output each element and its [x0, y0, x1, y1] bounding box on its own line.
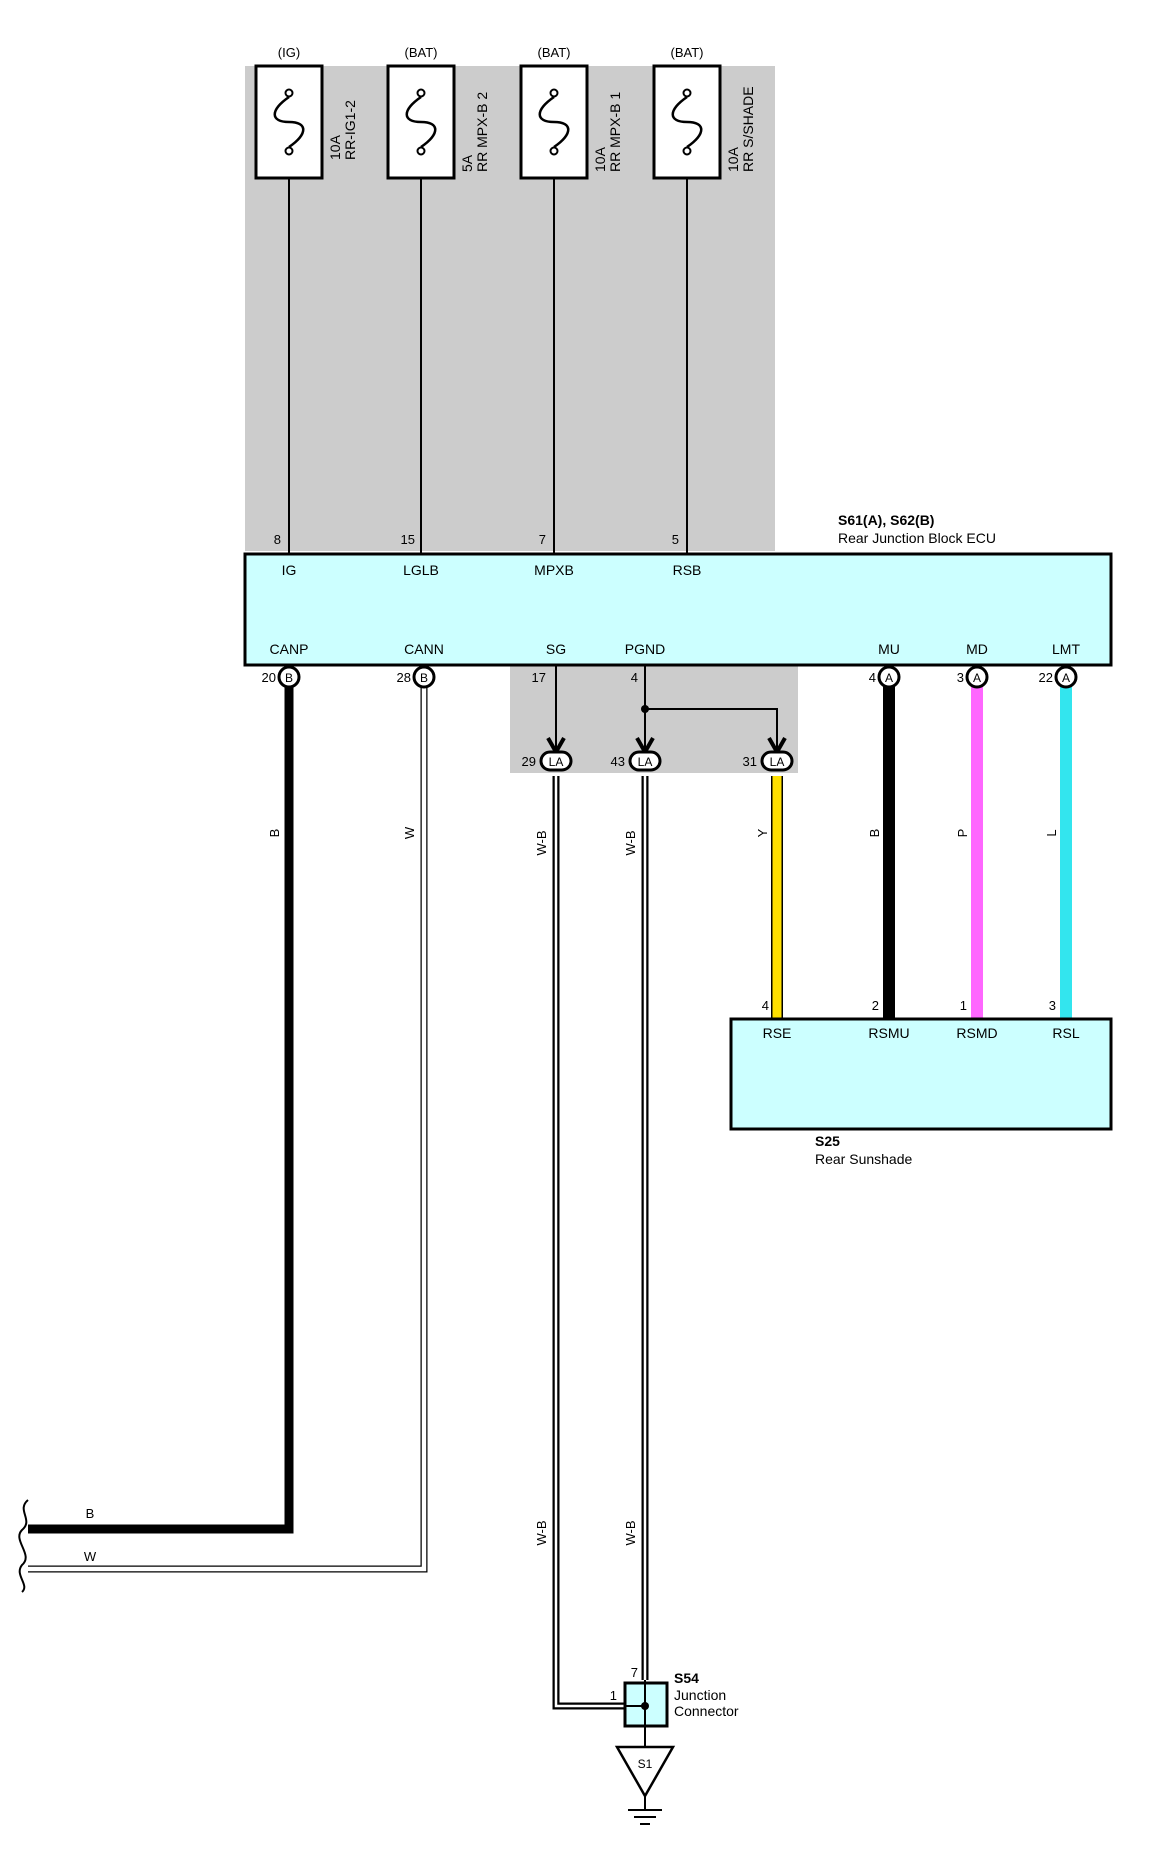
junction-code: S54 [674, 1670, 699, 1686]
ecu-terminal-label: PGND [625, 641, 665, 657]
ecu-terminal-label: RSB [673, 562, 702, 578]
sunshade-terminal: RSL [1052, 1025, 1079, 1041]
svg-text:10ARR S/SHADE: 10ARR S/SHADE [725, 86, 756, 172]
pin-number: 1 [960, 998, 967, 1013]
ecu-terminal-label: MU [878, 641, 900, 657]
svg-text:B: B [86, 1506, 95, 1521]
sunshade-code: S25 [815, 1133, 840, 1149]
svg-text:B: B [267, 829, 282, 838]
ecu-code: S61(A), S62(B) [838, 512, 934, 528]
sunshade-terminal: RSMU [868, 1025, 909, 1041]
pin-number: 17 [532, 670, 546, 685]
fuse-rr-mpx-b-1: (BAT) 10ARR MPX-B 1 [519, 45, 623, 180]
svg-text:A: A [1062, 671, 1070, 685]
pin-number: 4 [869, 670, 876, 685]
wire-color-labels: B W W-B W-B Y B P L W-B W-B B W [84, 826, 1059, 1564]
ecu-terminal-label: MPXB [534, 562, 574, 578]
pin-number: 7 [631, 1665, 638, 1680]
la-connector-31: LA [760, 737, 794, 772]
svg-text:A: A [885, 671, 893, 685]
fuse-source-label: (BAT) [538, 45, 571, 60]
ecu-terminal-label: SG [546, 641, 566, 657]
svg-text:W-B: W-B [623, 830, 638, 855]
pin-number: 4 [762, 998, 769, 1013]
ecu-terminal-label: LGLB [403, 562, 439, 578]
sunshade-terminal: RSMD [956, 1025, 997, 1041]
wire-canp [28, 678, 294, 1534]
fuse-name: RR S/SHADE [740, 86, 756, 172]
pin-number: 20 [262, 670, 276, 685]
ecu-name: Rear Junction Block ECU [838, 530, 996, 546]
fuse-rr-ig1-2: (IG) 10ARR-IG1-2 [254, 45, 358, 180]
fuse-source-label: (BAT) [405, 45, 438, 60]
svg-text:W-B: W-B [623, 1520, 638, 1545]
fuse-rating: 10A [725, 146, 741, 172]
wire-cann [28, 678, 428, 1573]
svg-text:W: W [84, 1549, 97, 1564]
svg-text:Y: Y [755, 828, 770, 837]
fuse-rr-s-shade: (BAT) 10ARR S/SHADE [652, 45, 756, 180]
ecu-terminal-label: MD [966, 641, 988, 657]
sunshade-name: Rear Sunshade [815, 1151, 913, 1167]
pin-number: 4 [631, 670, 638, 685]
pin-number: 31 [743, 754, 757, 769]
ecu-box [243, 552, 1113, 667]
svg-text:W-B: W-B [534, 1520, 549, 1545]
sunshade-terminal: RSE [763, 1025, 792, 1041]
wire-sg [552, 776, 625, 1710]
pin-number: 15 [401, 532, 415, 547]
junction-line1: Junction [674, 1687, 726, 1703]
pin-number: 43 [611, 754, 625, 769]
svg-text:10ARR-IG1-2: 10ARR-IG1-2 [327, 100, 358, 160]
pin-number: 29 [522, 754, 536, 769]
svg-text:W-B: W-B [534, 830, 549, 855]
ecu-bottom-connectors: B B A A A [277, 665, 1078, 689]
fuse-name: RR MPX-B 1 [607, 92, 623, 172]
pin-number: 1 [610, 1688, 617, 1703]
pin-number: 5 [672, 532, 679, 547]
pin-number: 3 [957, 670, 964, 685]
svg-text:B: B [867, 829, 882, 838]
svg-text:B: B [420, 671, 428, 685]
svg-text:W: W [402, 826, 417, 839]
pin-number: 2 [872, 998, 879, 1013]
svg-text:LA: LA [638, 755, 653, 769]
junction-line2: Connector [674, 1703, 739, 1719]
fuse-rating: 10A [327, 134, 343, 160]
svg-text:P: P [955, 829, 970, 838]
ecu-terminal-label: IG [282, 562, 297, 578]
pin-number: 8 [274, 532, 281, 547]
fuse-source-label: (BAT) [671, 45, 704, 60]
pin-number: 28 [397, 670, 411, 685]
ground-icon [614, 1745, 676, 1825]
fuse-wires [288, 178, 688, 554]
sunshade-box [729, 1017, 1113, 1131]
fuse-name: RR-IG1-2 [342, 100, 358, 160]
pin-number: 7 [539, 532, 546, 547]
ecu-terminal-label: LMT [1052, 641, 1080, 657]
fuse-rr-mpx-b-2: (BAT) 5ARR MPX-B 2 [386, 45, 490, 180]
fuse-source-label: (IG) [278, 45, 300, 60]
la-connector-43: LA [628, 737, 662, 772]
wire-break-symbol [18, 1499, 29, 1593]
la-connector-29: LA [539, 737, 573, 772]
svg-text:5ARR MPX-B 2: 5ARR MPX-B 2 [459, 92, 490, 172]
ground-label: S1 [638, 1757, 653, 1771]
fuse-rating: 5A [459, 154, 475, 172]
pin-number: 22 [1039, 670, 1053, 685]
svg-text:B: B [285, 671, 293, 685]
svg-text:LA: LA [770, 755, 785, 769]
fuse-rating: 10A [592, 146, 608, 172]
pin-number: 3 [1049, 998, 1056, 1013]
svg-text:A: A [973, 671, 981, 685]
ecu-terminal-label: CANN [404, 641, 444, 657]
fuse-name: RR MPX-B 2 [474, 92, 490, 172]
svg-text:10ARR MPX-B 1: 10ARR MPX-B 1 [592, 92, 623, 172]
svg-text:LA: LA [549, 755, 564, 769]
ecu-terminal-label: CANP [270, 641, 309, 657]
svg-text:L: L [1044, 829, 1059, 836]
